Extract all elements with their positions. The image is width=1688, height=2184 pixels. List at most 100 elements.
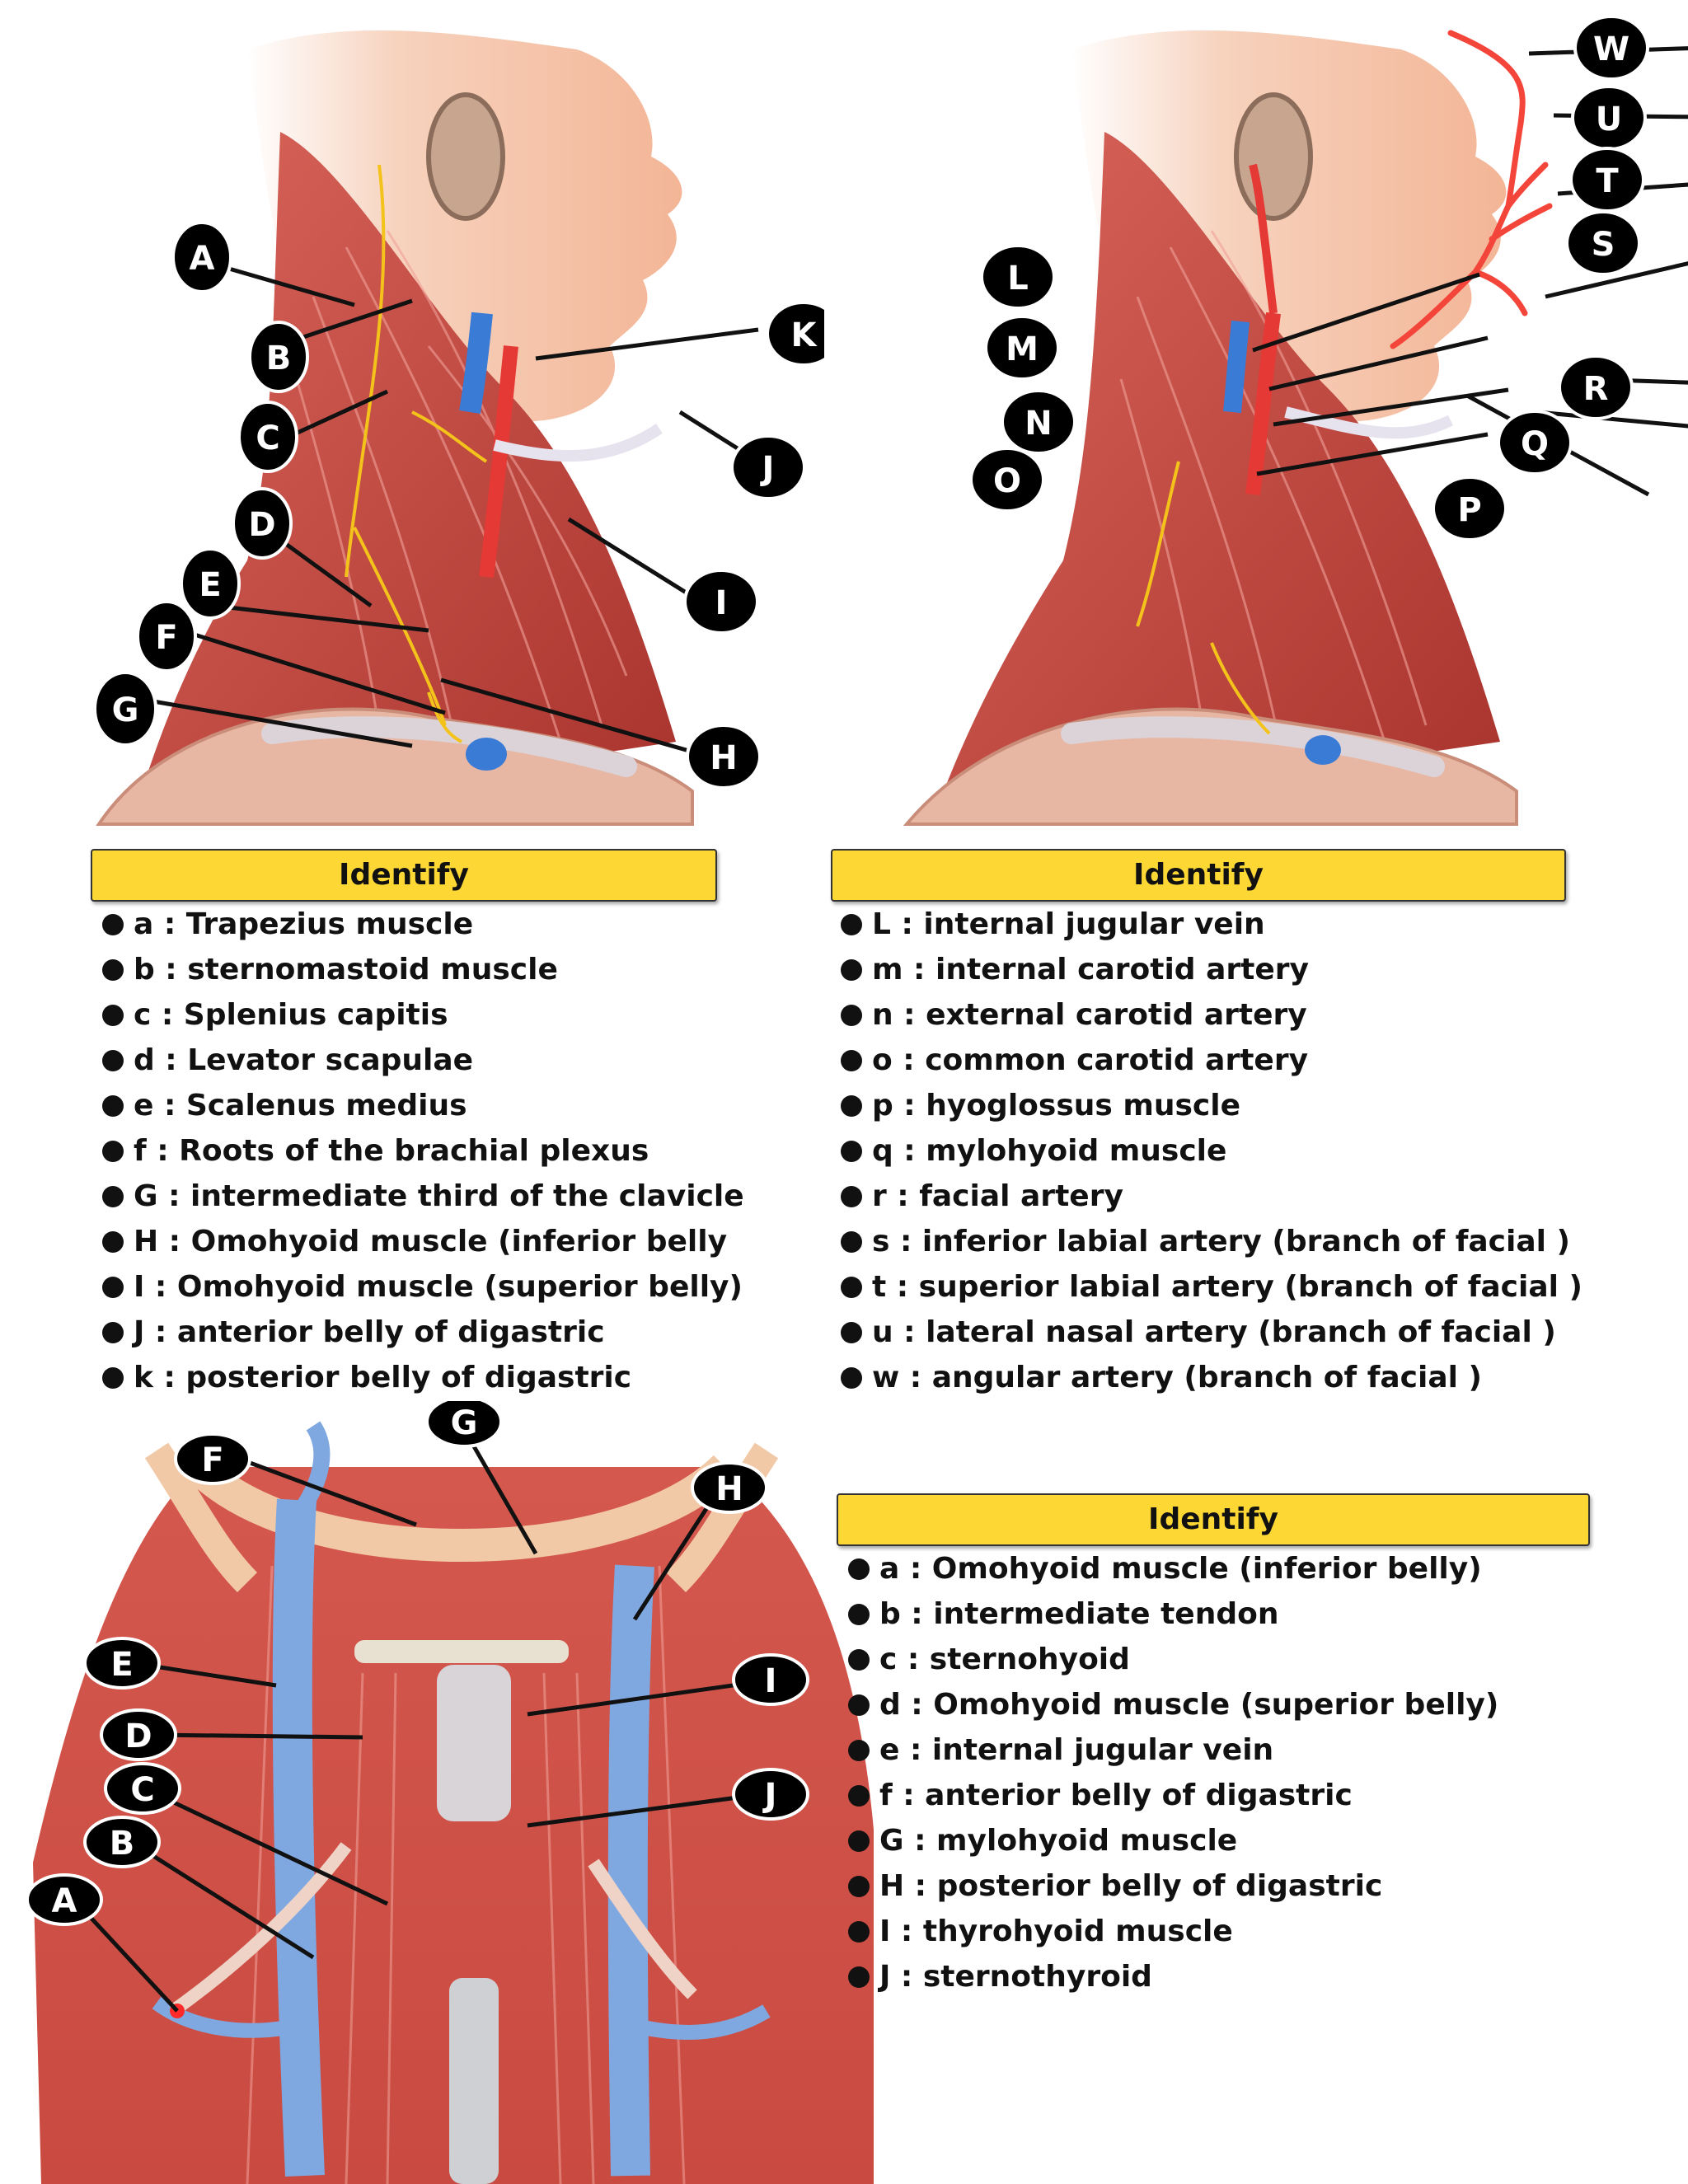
list-item: s : inferior labial artery (branch of fa… <box>837 1219 1582 1264</box>
marker-B: B <box>83 1816 161 1868</box>
list-item: k : posterior belly of digastric <box>99 1355 744 1400</box>
subclavian-vein <box>466 738 507 771</box>
identify-list-1: a : Trapezius muscle b : sternomastoid m… <box>99 902 744 1400</box>
list-item: I : Omohyoid muscle (superior belly) <box>99 1264 744 1310</box>
marker-I: I <box>683 569 759 635</box>
list-item: d : Omohyoid muscle (superior belly) <box>845 1682 1498 1727</box>
diagram-lateral-neck-muscles: A B C D E F G H I J K <box>0 0 824 841</box>
marker-G: G <box>93 671 157 747</box>
list-item: o : common carotid artery <box>837 1038 1582 1083</box>
svg-text:I: I <box>765 1662 777 1700</box>
svg-text:E: E <box>110 1646 133 1684</box>
svg-text:G: G <box>451 1404 478 1442</box>
svg-text:T: T <box>1596 162 1619 200</box>
marker-M: M <box>984 315 1060 381</box>
marker-E: E <box>83 1637 161 1690</box>
svg-text:H: H <box>710 739 737 777</box>
list-item: t : superior labial artery (branch of fa… <box>837 1264 1582 1310</box>
left-omohyoid <box>169 1842 352 2017</box>
svg-text:C: C <box>130 1771 154 1809</box>
marker-E: E <box>180 547 241 620</box>
marker-O: O <box>969 447 1045 513</box>
marker-D: D <box>100 1708 177 1761</box>
list-item: f : anterior belly of digastric <box>845 1773 1498 1818</box>
svg-text:I: I <box>715 584 728 622</box>
list-item: a : Trapezius muscle <box>99 902 744 947</box>
svg-text:N: N <box>1025 405 1052 443</box>
svg-text:O: O <box>993 462 1021 500</box>
svg-text:L: L <box>1007 260 1029 298</box>
list-item: b : sternomastoid muscle <box>99 947 744 992</box>
marker-L: L <box>980 244 1056 310</box>
svg-text:Q: Q <box>1521 425 1549 463</box>
svg-text:D: D <box>124 1718 152 1755</box>
list-item: d : Levator scapulae <box>99 1038 744 1083</box>
marker-H: H <box>686 724 762 790</box>
svg-text:M: M <box>1006 330 1039 368</box>
ear-2 <box>1234 92 1313 221</box>
identify-list-3: a : Omohyoid muscle (inferior belly) b :… <box>845 1546 1498 1999</box>
svg-text:R: R <box>1583 370 1609 408</box>
list-item: p : hyoglossus muscle <box>837 1083 1582 1128</box>
list-item: f : Roots of the brachial plexus <box>99 1128 744 1174</box>
subclavian-left <box>152 1996 290 2038</box>
svg-text:J: J <box>760 450 775 488</box>
right-omohyoid <box>588 1858 697 1999</box>
list-item: a : Omohyoid muscle (inferior belly) <box>845 1546 1498 1591</box>
svg-text:U: U <box>1596 101 1622 138</box>
subclavian-right <box>641 2004 771 2040</box>
marker-C: C <box>237 401 298 473</box>
marker-T: T <box>1569 147 1645 213</box>
marker-C: C <box>104 1762 181 1815</box>
hyoid-bone <box>354 1640 569 1663</box>
svg-text:E: E <box>199 566 221 604</box>
thyroid-cartilage <box>437 1665 511 1821</box>
svg-text:B: B <box>266 340 292 377</box>
marker-J: J <box>730 434 806 500</box>
svg-text:W: W <box>1593 30 1629 68</box>
list-item: J : sternothyroid <box>845 1954 1498 1999</box>
svg-text:J: J <box>762 1777 777 1815</box>
identify-list-2: L : internal jugular vein m : internal c… <box>837 902 1582 1400</box>
identify-header-1: Identify <box>91 849 717 902</box>
omohyoid-band <box>493 424 663 462</box>
list-item: H : posterior belly of digastric <box>845 1863 1498 1909</box>
strap-fibers <box>246 1565 686 2184</box>
marker-W: W <box>1573 15 1649 81</box>
ear <box>426 92 505 221</box>
identify-header-2: Identify <box>831 849 1566 902</box>
list-item: r : facial artery <box>837 1174 1582 1219</box>
marker-K: K <box>766 301 824 367</box>
carotid-artery <box>479 345 518 579</box>
facial-artery-tree <box>1390 30 1553 349</box>
marker-I: I <box>732 1653 809 1706</box>
list-item: n : external carotid artery <box>837 992 1582 1038</box>
list-item: u : lateral nasal artery (branch of faci… <box>837 1310 1582 1355</box>
list-item: I : thyrohyoid muscle <box>845 1909 1498 1954</box>
marker-S: S <box>1565 210 1641 276</box>
list-item: L : internal jugular vein <box>837 902 1582 947</box>
list-item: J : anterior belly of digastric <box>99 1310 744 1355</box>
list-item: e : internal jugular vein <box>845 1727 1498 1773</box>
marker-H: H <box>691 1461 768 1514</box>
left-vein-branch <box>289 1421 331 1521</box>
marker-P: P <box>1432 476 1507 541</box>
list-item: e : Scalenus medius <box>99 1083 744 1128</box>
marker-G: G <box>425 1401 503 1448</box>
list-item: H : Omohyoid muscle (inferior belly <box>99 1219 744 1264</box>
svg-text:F: F <box>155 619 177 657</box>
svg-text:B: B <box>110 1825 135 1863</box>
lateral-vessels-illustration: W U T S L M N O R Q P <box>903 15 1688 826</box>
cervical-nerves-2 <box>1136 461 1271 735</box>
svg-text:G: G <box>112 691 139 729</box>
svg-text:D: D <box>248 506 275 544</box>
internal-carotid-2 <box>1249 163 1278 314</box>
marker-J: J <box>732 1768 809 1821</box>
marker-A: A <box>26 1873 103 1926</box>
lateral-neck-illustration: A B C D E F G H I J K <box>93 30 824 826</box>
marker-F: F <box>174 1432 251 1485</box>
right-jugular-vein <box>607 1564 654 2177</box>
neck-muscle-mass-2 <box>931 132 1500 824</box>
clavicle-2 <box>1061 716 1445 777</box>
mandible <box>185 1455 738 1563</box>
